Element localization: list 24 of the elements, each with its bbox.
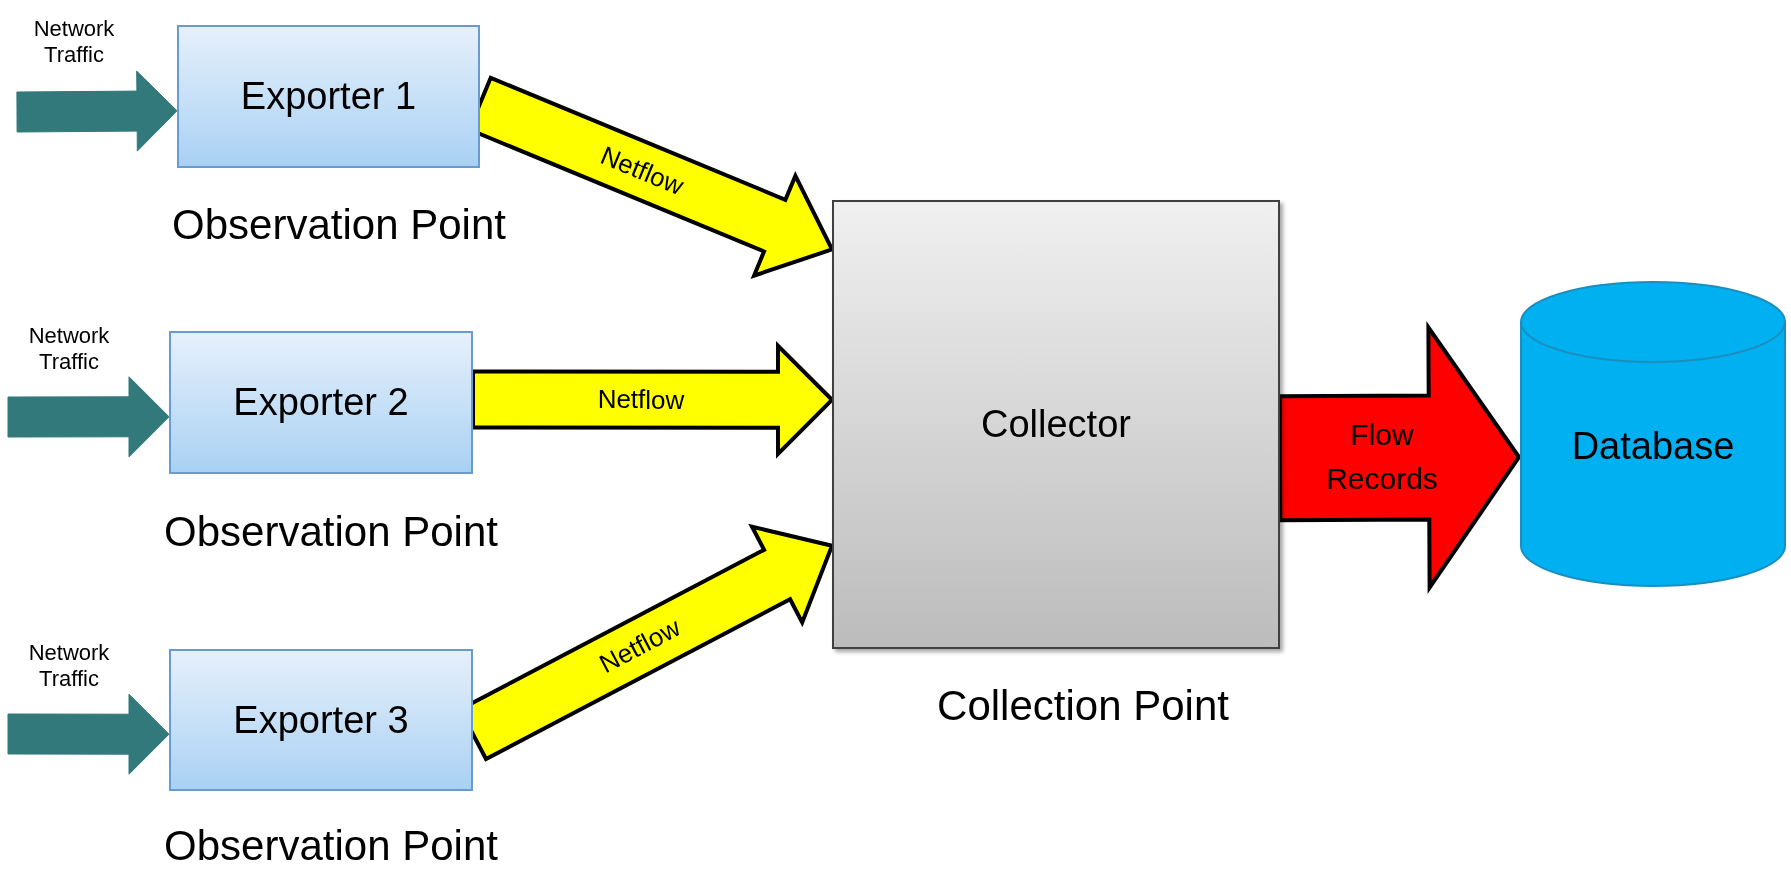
node-caption: Observation Point: [163, 820, 499, 869]
collector-box: [832, 200, 1280, 649]
node-caption: Collection Point: [936, 680, 1230, 731]
node-caption: Observation Point: [163, 506, 499, 557]
exporter-box: [169, 649, 473, 791]
block-arrow: [7, 693, 170, 775]
node-label: Exporter 1: [240, 74, 417, 119]
database-cylinder: [1519, 280, 1787, 588]
node-label: Database: [1571, 423, 1735, 469]
node-label: Exporter 3: [233, 697, 409, 743]
exporter-box: [169, 331, 473, 474]
edge-label: Flow Records: [1325, 417, 1439, 497]
block-arrow: [471, 340, 835, 459]
node-label: Collector: [981, 402, 1131, 447]
block-arrow: [1277, 321, 1522, 594]
node-label: Exporter 2: [233, 380, 409, 425]
edge-label: Netflow: [596, 383, 686, 417]
node-caption: Observation Point: [171, 199, 507, 250]
edge-label: Network Traffic: [27, 640, 111, 692]
exporter-box: [177, 25, 480, 168]
edge-label: Network Traffic: [27, 323, 111, 375]
edge-label: Network Traffic: [32, 16, 116, 68]
block-arrow: [7, 376, 170, 458]
block-arrow: [16, 70, 178, 152]
